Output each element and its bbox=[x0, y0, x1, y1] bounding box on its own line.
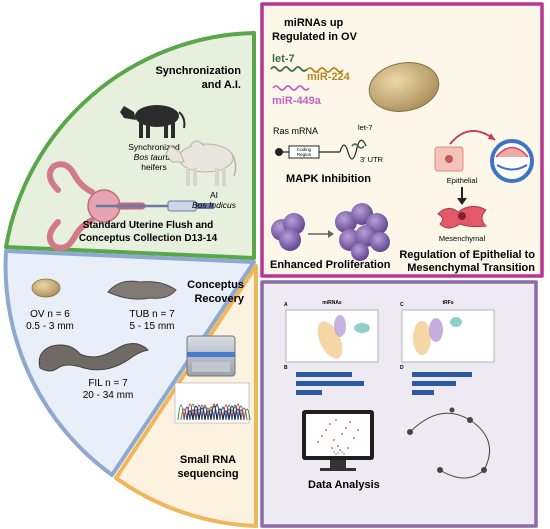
mesenchymal-cell-icon bbox=[437, 206, 488, 229]
plot-d-letter: D bbox=[400, 365, 404, 371]
let7-mirna-icon bbox=[270, 66, 308, 72]
mini-pca-plot-mirna bbox=[285, 309, 379, 363]
plot-a-title: miRNAs bbox=[322, 300, 342, 306]
recovery-title-line2: Recovery bbox=[194, 293, 244, 305]
plot-b-letter: B bbox=[284, 365, 288, 371]
utr-label: 3' UTR bbox=[360, 155, 384, 164]
plot-c-title: tRFs bbox=[442, 300, 453, 306]
ov-size-label: 0.5 - 3 mm bbox=[26, 321, 74, 332]
heifers-label-line2: Bos taurus bbox=[134, 152, 175, 162]
coding-region-line2: Region bbox=[297, 152, 312, 157]
uterus-catheter-icon bbox=[46, 161, 214, 251]
mini-bar-plot-trf bbox=[412, 372, 472, 395]
mir449a-icon bbox=[272, 85, 310, 91]
mirna-title-line2: Regulated in OV bbox=[272, 31, 358, 43]
chromatogram-icon bbox=[174, 382, 251, 424]
heifers-label-line3: heifers bbox=[141, 162, 167, 172]
ov-conceptus-icon bbox=[31, 278, 61, 298]
emt-label-line1: Regulation of Epithelial to bbox=[399, 249, 535, 261]
ov-count-label: OV n = 6 bbox=[30, 309, 70, 320]
fil-size-label: 20 - 34 mm bbox=[83, 390, 134, 401]
flush-label-line2: Conceptus Collection D13-14 bbox=[79, 233, 218, 244]
mesenchymal-label: Mesenchymal bbox=[439, 234, 486, 243]
sync-title-line1: Synchronization bbox=[155, 65, 241, 77]
sequencer-icon bbox=[186, 335, 236, 377]
small-cell-cluster-icon bbox=[271, 213, 305, 251]
plot-c-letter: C bbox=[400, 302, 404, 308]
tub-size-label: 5 - 15 mm bbox=[129, 321, 174, 332]
black-heifer-icon bbox=[120, 105, 186, 138]
ovoid-conceptus-icon bbox=[368, 62, 440, 112]
ai-label-line2: Bos Indicus bbox=[192, 200, 237, 210]
mirna-title-line1: miRNAs up bbox=[284, 17, 344, 29]
ras-mrna-diagram bbox=[275, 139, 367, 160]
mir224-label: miR-224 bbox=[307, 71, 351, 83]
large-cell-cluster-icon bbox=[335, 203, 390, 261]
mir224-icon bbox=[306, 67, 344, 73]
fil-conceptus-icon bbox=[38, 343, 150, 372]
flush-label-line1: Standard Uterine Flush and bbox=[83, 220, 214, 231]
ras-mrna-label: Ras mRNA bbox=[273, 126, 318, 136]
tub-count-label: TUB n = 7 bbox=[129, 309, 175, 320]
sync-title-line2: and A.I. bbox=[202, 79, 241, 91]
fil-count-label: FIL n = 7 bbox=[88, 378, 128, 389]
sequencing-label-line2: sequencing bbox=[177, 468, 238, 480]
proliferation-label: Enhanced Proliferation bbox=[270, 259, 391, 271]
mir449a-label: miR-449a bbox=[272, 95, 322, 107]
let7-label: let-7 bbox=[272, 53, 295, 65]
plot-a-letter: A bbox=[284, 302, 288, 308]
epithelial-label: Epithelial bbox=[447, 176, 478, 185]
analysis-label: Data Analysis bbox=[308, 479, 380, 491]
recovery-title-line1: Conceptus bbox=[187, 279, 244, 291]
tub-conceptus-icon bbox=[107, 280, 177, 300]
mini-pca-plot-trf bbox=[401, 309, 495, 363]
emt-label-line2: Mesenchymal Transition bbox=[407, 262, 535, 274]
pathway-network-icon bbox=[407, 407, 491, 479]
zebu-bull-icon bbox=[165, 140, 237, 186]
recovery-panel bbox=[3, 249, 256, 477]
heifers-label-line1: Synchronized bbox=[128, 142, 180, 152]
mapk-label: MAPK Inhibition bbox=[286, 173, 371, 185]
sequencing-label-line1: Small RNA bbox=[180, 454, 236, 466]
mirna-panel bbox=[260, 2, 544, 278]
let7-small-label: let-7 bbox=[358, 123, 373, 132]
embryo-cross-section-icon bbox=[490, 139, 534, 183]
epithelial-cell-icon bbox=[434, 146, 464, 172]
coding-region-line1: Coding bbox=[297, 147, 312, 152]
monitor-volcano-icon bbox=[302, 410, 374, 471]
ai-label-line1: AI bbox=[210, 190, 218, 200]
mini-bar-plot-mirna bbox=[296, 372, 364, 395]
